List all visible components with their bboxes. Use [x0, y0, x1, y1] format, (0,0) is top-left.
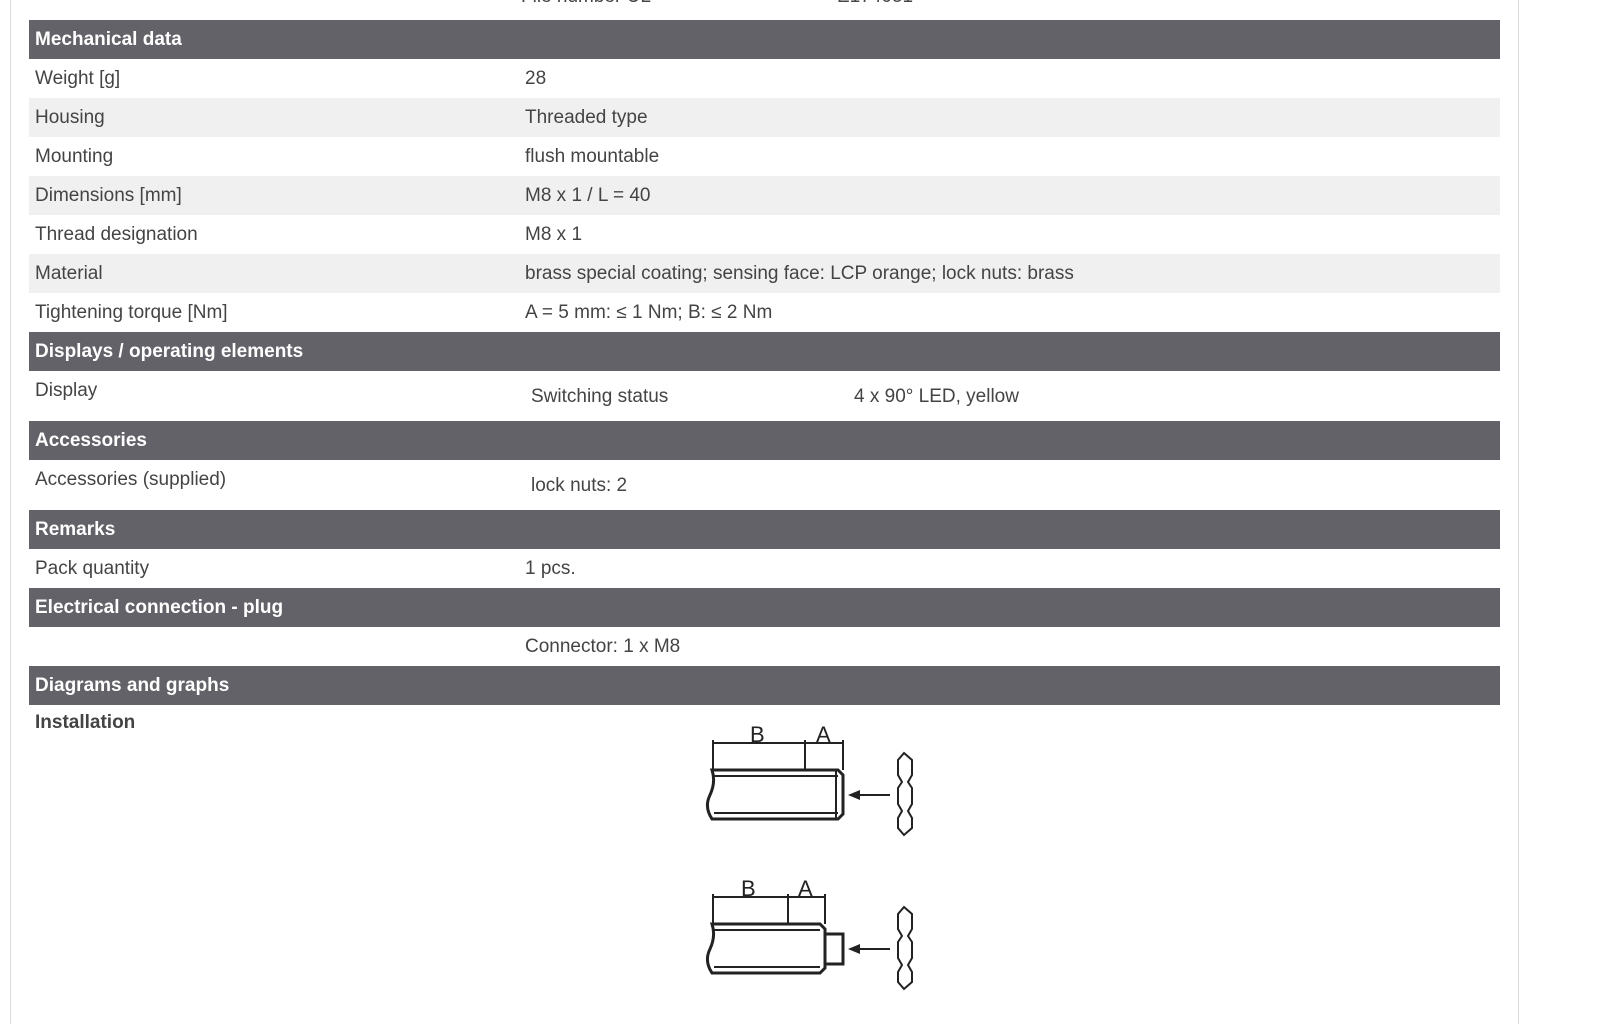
- row-value: flush mountable: [525, 146, 660, 167]
- row-value: 4 x 90° LED, yellow: [854, 386, 1019, 407]
- row-value: brass special coating; sensing face: LCP…: [525, 263, 1074, 284]
- row-value: M8 x 1: [525, 224, 583, 245]
- row-label: Housing: [35, 107, 105, 128]
- table-row: Housing Threaded type: [29, 98, 1500, 137]
- row-label: Tightening torque [Nm]: [35, 302, 228, 323]
- dimension-label-b: B: [741, 876, 756, 901]
- file-number-value: E174051: [837, 0, 913, 8]
- row-value: Threaded type: [525, 107, 648, 128]
- row-value: Connector: 1 x M8: [525, 636, 681, 657]
- table-row: Weight [g] 28: [29, 59, 1500, 98]
- row-label: Accessories (supplied): [35, 469, 227, 490]
- table-row: Connector: 1 x M8: [29, 627, 1500, 666]
- table-row: Dimensions [mm] M8 x 1 / L = 40: [29, 176, 1500, 215]
- table-row: Tightening torque [Nm] A = 5 mm: ≤ 1 Nm;…: [29, 293, 1500, 332]
- section-header-remarks: Remarks: [29, 510, 1500, 549]
- data-sheet: Mechanical data Weight [g] 28 Housing Th…: [29, 20, 1500, 741]
- row-value: A = 5 mm: ≤ 1 Nm; B: ≤ 2 Nm: [525, 302, 773, 323]
- installation-diagram-2: B A: [705, 876, 913, 991]
- page-border-left: [10, 0, 11, 1024]
- table-row: Accessories (supplied) lock nuts: 2: [29, 460, 1500, 510]
- table-row: Mounting flush mountable: [29, 137, 1500, 176]
- file-number-label: File number UL: [521, 0, 651, 8]
- row-sub-label: Switching status: [531, 386, 669, 407]
- page-border-right: [1518, 0, 1519, 1024]
- section-header-diagrams: Diagrams and graphs: [29, 666, 1500, 705]
- row-value: M8 x 1 / L = 40: [525, 185, 651, 206]
- dimension-label-b: B: [750, 722, 765, 747]
- cut-off-row: File number UL E174051: [0, 0, 1500, 8]
- row-label: Display: [35, 380, 98, 401]
- section-header-mechanical: Mechanical data: [29, 20, 1500, 59]
- table-row: Display Switching status 4 x 90° LED, ye…: [29, 371, 1500, 421]
- row-label: Pack quantity: [35, 558, 150, 579]
- row-value: 28: [525, 68, 547, 89]
- table-row: Material brass special coating; sensing …: [29, 254, 1500, 293]
- dimension-label-a: A: [798, 876, 813, 901]
- installation-diagram-1: B A: [705, 722, 913, 837]
- row-value: 1 pcs.: [525, 558, 576, 579]
- table-row: Thread designation M8 x 1: [29, 215, 1500, 254]
- section-header-electrical: Electrical connection - plug: [29, 588, 1500, 627]
- dimension-label-a: A: [816, 722, 831, 747]
- table-row: Pack quantity 1 pcs.: [29, 549, 1500, 588]
- row-label: Material: [35, 263, 103, 284]
- section-header-displays: Displays / operating elements: [29, 332, 1500, 371]
- row-label: Mounting: [35, 146, 114, 167]
- installation-subheading: Installation: [35, 712, 136, 733]
- row-label: Weight [g]: [35, 68, 121, 89]
- row-label: Thread designation: [35, 224, 198, 245]
- row-value: lock nuts: 2: [531, 475, 628, 496]
- section-header-accessories: Accessories: [29, 421, 1500, 460]
- row-label: Dimensions [mm]: [35, 185, 182, 206]
